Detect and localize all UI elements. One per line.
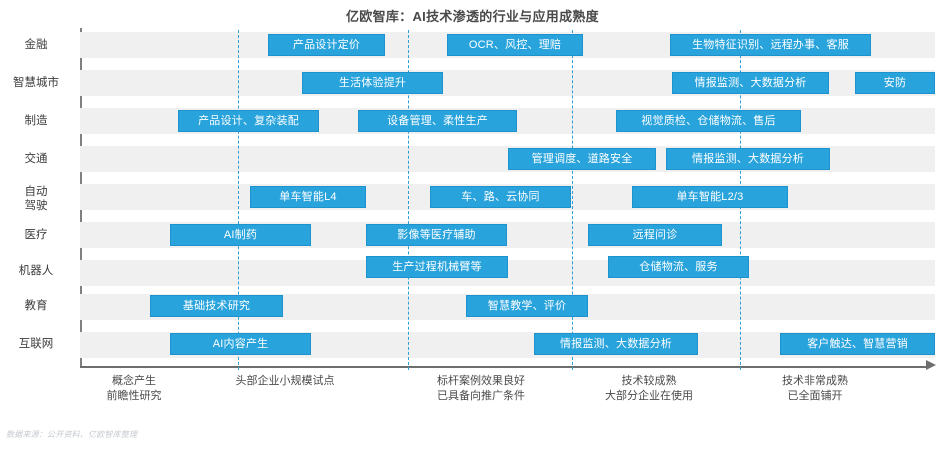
bar[interactable]: OCR、风控、理赔: [447, 34, 583, 56]
row-label-机器人: 机器人: [0, 264, 72, 278]
bar[interactable]: 管理调度、道路安全: [508, 148, 656, 170]
x-axis-stage-label-1: 概念产生前瞻性研究: [78, 374, 190, 404]
bar[interactable]: 生物特征识别、远程办事、客服: [670, 34, 871, 56]
row-label-line: 交通: [24, 153, 48, 165]
row-label-自动驾驶: 自动驾驶: [0, 185, 72, 213]
bar[interactable]: 产品设计定价: [268, 34, 385, 56]
stage-divider-1: [238, 30, 239, 370]
row-label-互联网: 互联网: [0, 337, 72, 351]
row-label-line: 机器人: [18, 265, 54, 277]
bar[interactable]: 影像等医疗辅助: [366, 224, 507, 246]
bar[interactable]: 产品设计、复杂装配: [178, 110, 319, 132]
bar[interactable]: 情报监测、大数据分析: [666, 148, 830, 170]
row-label-line: 制造: [24, 115, 48, 127]
row-label-金融: 金融: [0, 38, 72, 52]
bar[interactable]: 单车智能L2/3: [632, 186, 788, 208]
row-label-line: 金融: [24, 39, 48, 51]
row-label-医疗: 医疗: [0, 228, 72, 242]
row-label-line: 互联网: [18, 338, 54, 350]
x-axis-label-line: 已具备向推广条件: [437, 390, 525, 402]
x-axis-arrow-icon: [926, 360, 936, 370]
x-axis-stage-label-4: 技术较成熟大部分企业在使用: [565, 374, 733, 404]
bar[interactable]: 远程问诊: [588, 224, 722, 246]
x-axis-line: [80, 366, 928, 368]
x-axis-label-line: 概念产生: [112, 375, 156, 387]
row-label-line: 医疗: [24, 229, 48, 241]
source-note: 数据来源：公开资料、亿欧智库整理: [6, 430, 138, 439]
row-label-智慧城市: 智慧城市: [0, 76, 72, 90]
row-label-line: 智慧城市: [13, 77, 59, 89]
bar[interactable]: AI内容产生: [170, 333, 311, 355]
x-axis-label-line: 前瞻性研究: [106, 390, 162, 402]
x-axis-stage-label-3: 标杆案例效果良好已具备向推广条件: [395, 374, 567, 404]
bar[interactable]: 智慧教学、评价: [466, 295, 588, 317]
x-axis-label-line: 标杆案例效果良好: [437, 375, 525, 387]
row-label-教育: 教育: [0, 299, 72, 313]
bar[interactable]: 客户触达、智慧营销: [780, 333, 935, 355]
row-label-制造: 制造: [0, 114, 72, 128]
page-title: 亿欧智库：AI技术渗透的行业与应用成熟度: [345, 9, 599, 24]
bar[interactable]: 生活体验提升: [302, 72, 443, 94]
x-axis-label-line: 技术较成熟: [621, 375, 677, 387]
x-axis-stage-label-2: 头部企业小规模试点: [195, 374, 375, 389]
row-label-line: 驾驶: [24, 200, 48, 212]
stage-divider-2: [408, 30, 409, 370]
row-label-line: 自动: [24, 186, 48, 198]
x-axis-label-line: 技术非常成熟: [782, 375, 848, 387]
bar[interactable]: 基础技术研究: [150, 295, 283, 317]
bar[interactable]: AI制药: [170, 224, 311, 246]
x-axis-label-line: 大部分企业在使用: [605, 390, 693, 402]
bar[interactable]: 视觉质检、仓储物流、售后: [616, 110, 801, 132]
bar[interactable]: 仓储物流、服务: [608, 256, 749, 278]
bar[interactable]: 安防: [855, 72, 935, 94]
stage-divider-3: [572, 30, 573, 370]
bar[interactable]: 设备管理、柔性生产: [358, 110, 517, 132]
bar[interactable]: 车、路、云协同: [430, 186, 571, 208]
bar[interactable]: 单车智能L4: [250, 186, 366, 208]
bar[interactable]: 情报监测、大数据分析: [672, 72, 829, 94]
row-label-line: 教育: [24, 300, 48, 312]
x-axis-stage-label-5: 技术非常成熟已全面铺开: [735, 374, 895, 404]
x-axis-label-line: 头部企业小规模试点: [235, 375, 335, 387]
row-label-交通: 交通: [0, 152, 72, 166]
x-axis-label-line: 已全面铺开: [787, 390, 843, 402]
bar[interactable]: 情报监测、大数据分析: [534, 333, 698, 355]
bar[interactable]: 生产过程机械臂等: [366, 256, 508, 278]
